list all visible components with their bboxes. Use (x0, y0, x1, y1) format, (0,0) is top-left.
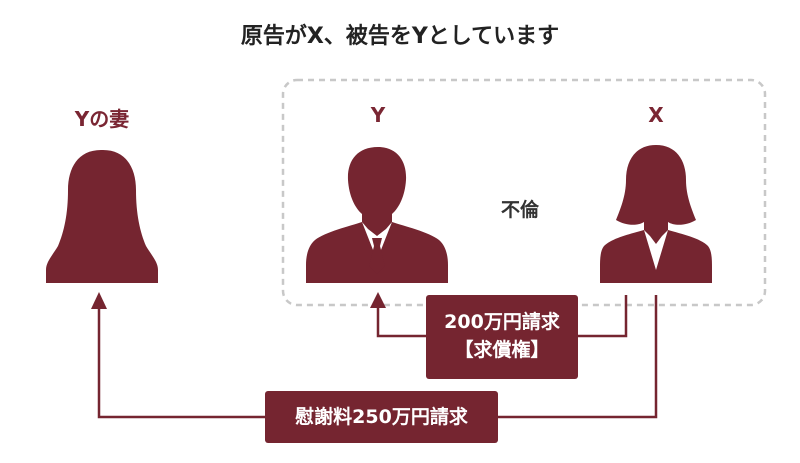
woman-suit-silhouette-icon (600, 145, 712, 283)
affair-group-border (281, 78, 767, 307)
woman-silhouette-icon (46, 150, 158, 283)
consolation-claim-box: 慰謝料250万円請求 (265, 391, 498, 443)
person-label-wife: Yの妻 (74, 107, 130, 131)
diagram-title: 原告がX、被告をYとしています (240, 24, 560, 49)
person-label-y: Y (370, 103, 386, 127)
indemnity-claim-box: 200万円請求 【求償権】 (426, 295, 578, 379)
affair-label: 不倫 (500, 199, 539, 221)
person-label-x: X (648, 103, 664, 127)
consolation-claim-arrowhead (91, 292, 107, 309)
indemnity-claim-amount: 200万円請求 (444, 311, 560, 333)
man-suit-silhouette-icon (306, 147, 448, 283)
indemnity-claim-arrowhead (370, 292, 386, 308)
indemnity-claim-type: 【求償権】 (454, 339, 550, 361)
